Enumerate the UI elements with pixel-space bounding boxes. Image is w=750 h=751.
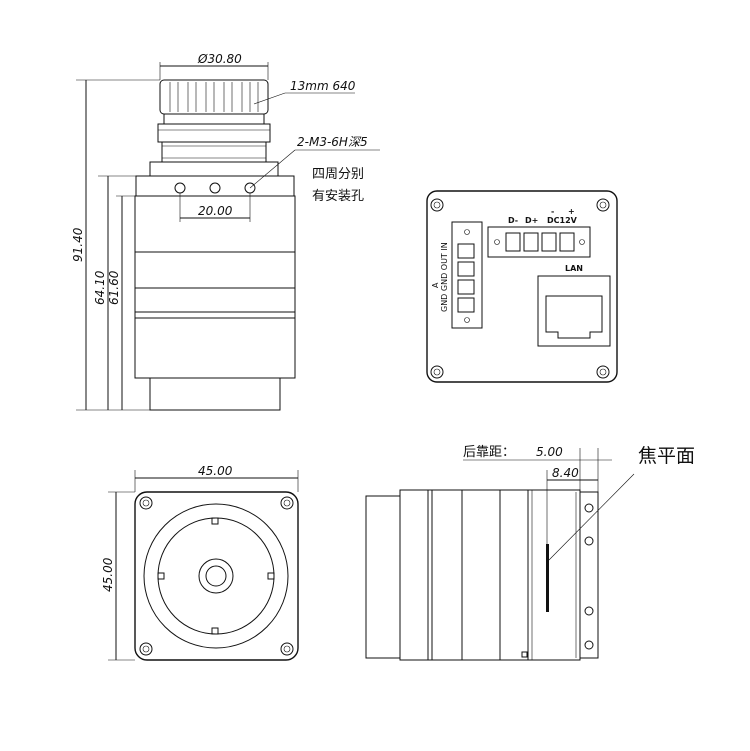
front-view: Ø30.80 13mm 640 2-M3-6H深5 四周分别 有安装孔 20.0… bbox=[71, 52, 380, 411]
side-mount-plate bbox=[579, 491, 599, 659]
body-height-inner-dim: 61.60 bbox=[107, 270, 121, 305]
front-width-dim: 45.00 bbox=[198, 464, 233, 478]
pin-plus: + bbox=[568, 207, 575, 216]
front-inner-ring bbox=[157, 517, 275, 635]
lens-barrel-3 bbox=[161, 141, 267, 163]
lens-diameter-dim: Ø30.80 bbox=[197, 52, 242, 66]
side-view: 后靠距： 5.00 8.40 焦平面 bbox=[365, 445, 695, 661]
side-holes-line2: 有安装孔 bbox=[312, 189, 364, 204]
pin-minus: - bbox=[551, 207, 554, 216]
lens-barrel bbox=[163, 113, 265, 125]
lens-barrel-2 bbox=[157, 123, 271, 143]
side-holes-line1: 四周分别 bbox=[312, 167, 364, 182]
focal-plane-label: 焦平面 bbox=[638, 445, 695, 467]
front-height-dim: 45.00 bbox=[101, 557, 115, 592]
power-connector bbox=[487, 226, 591, 258]
total-height-dim: 91.40 bbox=[71, 227, 85, 262]
mount-hole-label: 2-M3-6H深5 bbox=[297, 135, 368, 149]
lens-seat bbox=[149, 161, 279, 177]
io-connector bbox=[451, 221, 483, 329]
side-rear-foot bbox=[365, 495, 401, 659]
pin-dc: DC12V bbox=[547, 216, 578, 225]
pin-d-plus: D+ bbox=[525, 216, 538, 225]
lens-label: 13mm 640 bbox=[290, 79, 356, 93]
front-lens-inner bbox=[205, 565, 227, 587]
front-face bbox=[134, 491, 299, 661]
hole-spacing-dim: 20.00 bbox=[198, 204, 233, 218]
front-outer-ring bbox=[143, 503, 289, 649]
rear-panel bbox=[426, 190, 618, 383]
pin-d-minus: D- bbox=[508, 216, 518, 225]
camera-body bbox=[134, 195, 296, 379]
side-body bbox=[399, 489, 581, 661]
io-pin-sub: A bbox=[431, 282, 440, 288]
rear-view: GND GND OUT IN A D- D+ - + DC12V LAN bbox=[426, 190, 618, 383]
mount-hole-center bbox=[209, 182, 221, 194]
back-focus-label: 后靠距： bbox=[463, 445, 515, 460]
focal-plane-bar bbox=[546, 544, 549, 612]
body-height-outer-dim: 64.10 bbox=[93, 270, 107, 305]
back-focus-value: 5.00 bbox=[536, 445, 563, 459]
lan-port bbox=[537, 275, 611, 347]
lan-label: LAN bbox=[565, 264, 583, 273]
bottom-front-view: 45.00 45.00 bbox=[101, 464, 299, 661]
offset-dim: 8.40 bbox=[552, 466, 579, 480]
lens-knurl bbox=[169, 82, 259, 112]
front-lens-outer bbox=[198, 558, 234, 594]
camera-rear-foot bbox=[149, 377, 281, 411]
mount-hole-left bbox=[174, 182, 186, 194]
io-pin-labels: GND GND OUT IN bbox=[440, 242, 449, 312]
